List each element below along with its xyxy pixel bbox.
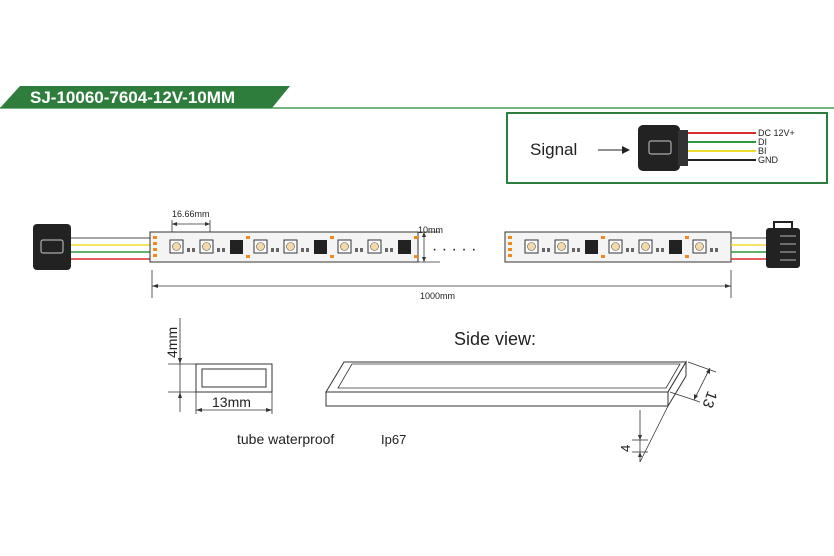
solder-pad — [153, 236, 157, 239]
caption-ip: Ip67 — [381, 432, 406, 447]
ic-chip — [585, 240, 598, 254]
solder-pad — [508, 236, 512, 239]
wire-label-dc: DC 12V+ — [758, 128, 795, 138]
strip-width-label: 10mm — [418, 225, 443, 235]
cross-section: 4mm 13mm tube waterproof Ip67 — [164, 318, 406, 447]
strip-ellipsis: · · · · · — [432, 241, 476, 258]
ic-chip — [398, 240, 411, 254]
cs-width-label: 13mm — [212, 394, 251, 410]
led-strip: · · · · · — [33, 221, 800, 270]
side-top-face — [325, 361, 687, 393]
tube-inner — [201, 368, 267, 388]
side-view-title: Side view: — [454, 329, 536, 349]
wire-label-gnd: GND — [758, 155, 779, 165]
cs-height-label: 4mm — [164, 327, 180, 358]
solder-pad — [153, 254, 157, 257]
length-dimension: 1000mm — [151, 270, 732, 301]
solder-pad — [153, 242, 157, 245]
solder-pad — [508, 248, 512, 251]
side-height-label: 4 — [618, 445, 633, 452]
signal-connector — [638, 125, 680, 171]
model-banner: SJ-10060-7604-12V-10MM — [0, 86, 834, 109]
solder-pad — [508, 242, 512, 245]
signal-label: Signal — [530, 140, 577, 159]
wire-label-bi: BI — [758, 146, 767, 156]
ic-chip — [669, 240, 682, 254]
wire-label-di: DI — [758, 137, 767, 147]
banner-shape — [0, 86, 290, 108]
pitch-dimension: 16.66mm — [171, 209, 211, 232]
solder-pad — [153, 248, 157, 251]
solder-pad — [508, 254, 512, 257]
length-label: 1000mm — [420, 291, 455, 301]
model-title: SJ-10060-7604-12V-10MM — [30, 88, 235, 107]
side-front-face — [325, 391, 669, 407]
strip-connector-left — [33, 224, 71, 270]
strip-width-dimension: 10mm — [418, 225, 443, 263]
strip-connector-right — [766, 228, 800, 268]
side-view: Side view: 13 4 — [325, 329, 721, 463]
pitch-label: 16.66mm — [172, 209, 210, 219]
ic-chip — [314, 240, 327, 254]
caption-tube: tube waterproof — [237, 431, 334, 447]
ic-chip — [230, 240, 243, 254]
signal-arrow-head — [622, 146, 630, 154]
side-width-label: 13 — [699, 389, 721, 410]
signal-box: Signal DC 12V+ DI BI GND — [506, 112, 828, 184]
